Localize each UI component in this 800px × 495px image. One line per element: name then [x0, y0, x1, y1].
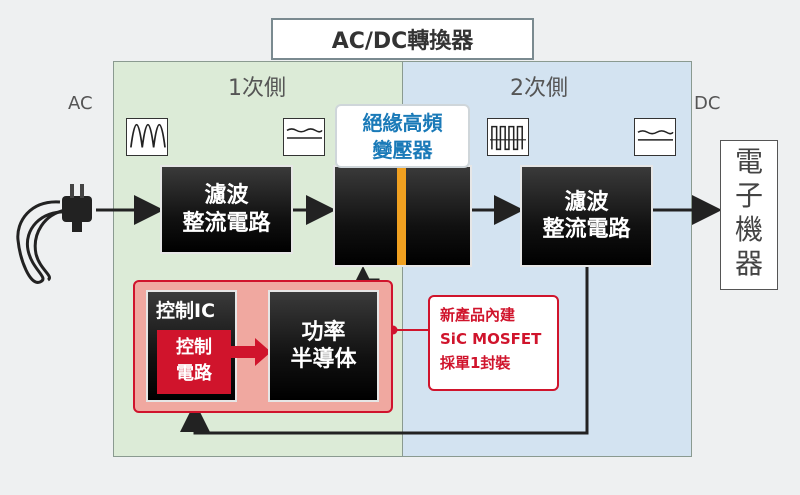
sic-mosfet-callout: 新產品內建 SiC MOSFET 採單1封裝 — [428, 295, 559, 391]
ac-plug-icon — [16, 184, 92, 284]
electronic-device: 電 子 機 器 — [720, 140, 778, 290]
ripple-wave-icon — [283, 118, 325, 156]
feedback-line — [180, 267, 589, 435]
control-ic-label: 控制IC — [156, 300, 216, 322]
dc-label: DC — [694, 93, 721, 114]
dc-wave-icon — [634, 118, 676, 156]
primary-side-label: 1次側 — [228, 76, 286, 101]
transformer-block — [333, 165, 472, 267]
power-semiconductor-block: 功率半導体 — [268, 290, 379, 402]
transformer-label: 絕緣高頻 變壓器 — [335, 104, 470, 168]
diagram-title: AC/DC轉換器 — [271, 18, 534, 60]
ac-label: AC — [68, 93, 93, 114]
transformer-core — [397, 167, 406, 265]
control-to-power-arrow — [231, 338, 271, 366]
rectifier-filter-primary: 濾波整流電路 — [160, 165, 293, 254]
rectifier-filter-secondary: 濾波整流電路 — [520, 165, 653, 267]
secondary-side-label: 2次側 — [510, 76, 568, 101]
sine-wave-icon — [126, 118, 168, 156]
control-circuit-block: 控制 電路 — [157, 330, 231, 394]
pulse-wave-icon — [487, 118, 529, 156]
